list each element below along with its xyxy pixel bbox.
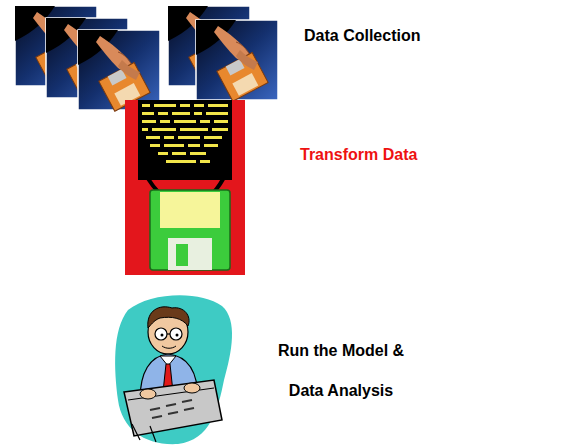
step-label: Transform Data bbox=[300, 145, 417, 165]
step-label: Data Collection bbox=[304, 26, 420, 46]
step-label: Run the Model & Data Analysis bbox=[266, 331, 416, 411]
